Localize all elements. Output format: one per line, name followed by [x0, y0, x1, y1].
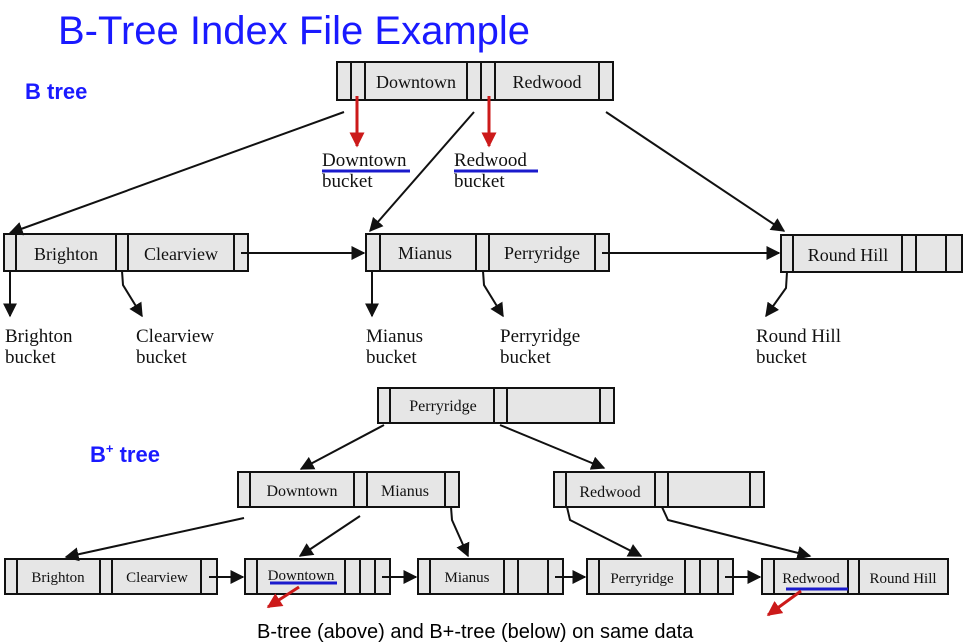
bplus-leaf-node-1: Brighton Clearview: [4, 558, 218, 595]
bucket-pointer-arrow: [482, 270, 504, 318]
svg-text:bucket: bucket: [454, 171, 505, 192]
btree-leaf-key-round-hill: Round Hill: [808, 245, 889, 265]
btree-root-key-downtown: Downtown: [376, 72, 456, 92]
svg-text:Downtown: Downtown: [322, 150, 407, 171]
bplus-leaf-key-downtown: Downtown: [268, 568, 335, 584]
bplus-leaf-node-2: Downtown: [244, 558, 391, 595]
svg-text:bucket: bucket: [136, 347, 187, 368]
bplus-pointer-arrow: [661, 506, 812, 560]
bplus-leaf-key-round-hill: Round Hill: [869, 571, 936, 587]
bplus-pointer-arrow: [499, 424, 606, 470]
brighton-bucket: Brighton bucket: [5, 326, 73, 368]
svg-text:Brighton: Brighton: [5, 326, 73, 347]
svg-text:bucket: bucket: [322, 171, 373, 192]
bplus-pointer-arrow: [64, 517, 245, 562]
btree-pointer-arrow: [605, 111, 786, 232]
redwood-bucket: Redwood bucket: [454, 150, 538, 192]
btree-pointer-arrow: [369, 111, 475, 233]
bplus-leaf-node-3: Mianus: [417, 558, 564, 595]
bucket-pointer-arrow: [765, 271, 788, 318]
svg-text:Perryridge: Perryridge: [500, 326, 580, 347]
bplus-leaf-node-4: Perryridge: [586, 558, 734, 595]
bplus-pointer-arrow: [298, 515, 361, 557]
bplus-root-node: Perryridge: [377, 387, 615, 424]
btree-pointer-arrow: [8, 111, 345, 236]
downtown-bucket: Downtown bucket: [322, 150, 410, 192]
bplus-pointer-arrow: [450, 506, 470, 558]
bplus-internal-node-1: Downtown Mianus: [237, 471, 460, 508]
red-highlight-arrow: [766, 589, 802, 617]
svg-text:bucket: bucket: [756, 347, 807, 368]
bplus-internal-key-downtown: Downtown: [266, 483, 337, 500]
bplus-leaf-node-5: Redwood Round Hill: [761, 558, 949, 595]
round-hill-bucket: Round Hill bucket: [756, 326, 841, 368]
svg-text:Mianus: Mianus: [366, 326, 423, 347]
mianus-bucket: Mianus bucket: [366, 326, 423, 368]
bplus-leaf-key-clearview: Clearview: [126, 570, 188, 586]
btree-root-key-redwood: Redwood: [513, 72, 582, 92]
btree-root-node: Downtown Redwood: [336, 61, 614, 101]
svg-text:bucket: bucket: [5, 347, 56, 368]
diagram-caption: B-tree (above) and B+-tree (below) on sa…: [257, 621, 694, 643]
btree-leaf-key-clearview: Clearview: [144, 244, 218, 264]
red-highlight-arrow: [266, 585, 300, 609]
bucket-pointer-arrow: [121, 270, 143, 318]
bplus-leaf-key-mianus: Mianus: [445, 570, 490, 586]
btree-leaf-key-perryridge: Perryridge: [504, 243, 580, 263]
perryridge-bucket: Perryridge bucket: [500, 326, 580, 368]
bplus-leaf-key-perryridge: Perryridge: [610, 571, 674, 587]
svg-text:Redwood: Redwood: [454, 150, 527, 171]
btree-leaf-node-1: Brighton Clearview: [3, 233, 249, 272]
btree-label: B tree: [25, 79, 87, 104]
btree-leaf-key-brighton: Brighton: [34, 244, 98, 264]
bplustree-label: B+ tree: [90, 441, 160, 467]
bplus-root-key-perryridge: Perryridge: [409, 398, 477, 415]
svg-text:bucket: bucket: [366, 347, 417, 368]
bplus-internal-node-2: Redwood: [553, 471, 765, 508]
bplus-pointer-arrow: [566, 506, 643, 557]
bplus-leaf-key-brighton: Brighton: [31, 570, 85, 586]
svg-text:Clearview: Clearview: [136, 326, 214, 347]
bplus-internal-key-redwood: Redwood: [579, 484, 640, 501]
bplus-leaf-key-redwood: Redwood: [782, 571, 840, 587]
svg-text:bucket: bucket: [500, 347, 551, 368]
bplus-pointer-arrow: [299, 424, 385, 470]
btree-leaf-node-3: Round Hill: [780, 234, 963, 273]
page-title: B-Tree Index File Example: [58, 9, 530, 53]
btree-leaf-node-2: Mianus Perryridge: [365, 233, 610, 272]
clearview-bucket: Clearview bucket: [136, 326, 214, 368]
bplus-internal-key-mianus: Mianus: [381, 483, 429, 500]
btree-leaf-key-mianus: Mianus: [398, 243, 452, 263]
svg-text:Round Hill: Round Hill: [756, 326, 841, 347]
